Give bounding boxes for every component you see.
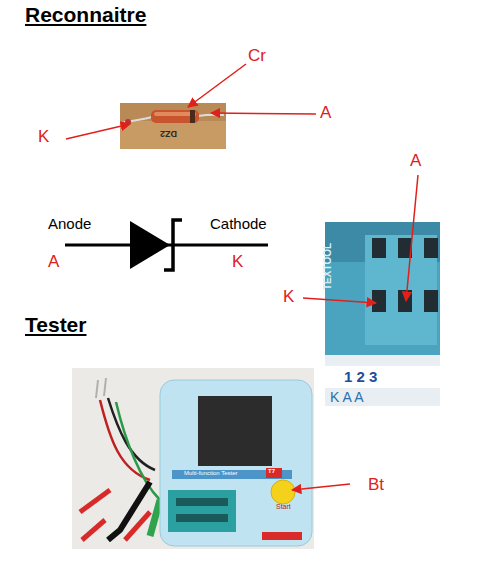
pin-numbers: 1 2 3 [344,369,377,386]
pin-label: A [48,253,59,272]
callout-label: Cr [248,47,266,66]
callout-label: K [283,288,294,307]
terminal-name: Cathode [210,216,267,233]
button-label: Start [276,503,291,511]
section-heading: Reconnaitre [25,3,146,26]
callout-label: K [38,128,49,147]
tester-photo [72,368,314,549]
component-marking: DZ2 [160,128,177,138]
pin-names: K A A [330,390,363,405]
diode-photo [120,103,226,149]
callout-label: A [410,152,421,171]
pin-label: K [232,253,243,272]
callout-label: Bt [368,476,384,495]
device-label: Multi-function Tester [184,470,238,477]
socket-photo [325,222,440,406]
terminal-name: Anode [48,216,91,233]
section-heading: Tester [25,313,86,336]
model-label: T7 [268,468,275,475]
leader-lines [66,64,418,490]
callout-label: A [320,104,331,123]
socket-marking: TEXTOOL [322,243,333,290]
